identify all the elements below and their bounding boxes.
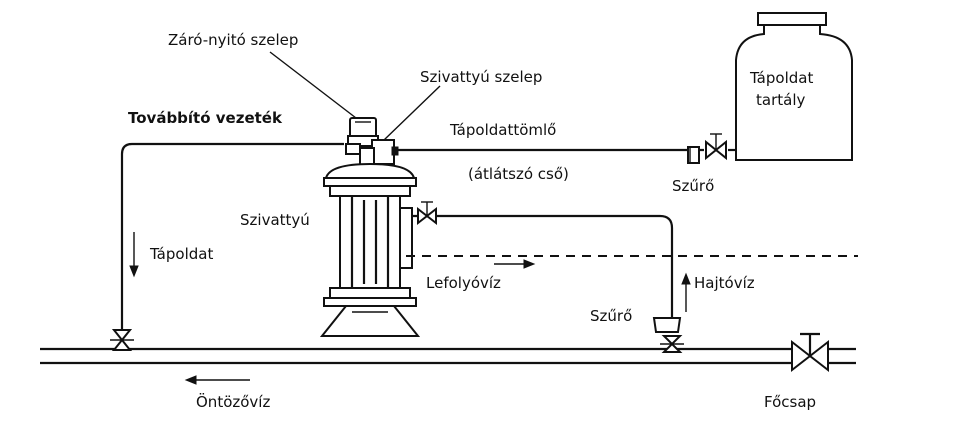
main-irrigation-pipe <box>40 347 856 365</box>
label-drive-water: Hajtóvíz <box>694 274 755 292</box>
label-filter-bottom: Szűrő <box>590 307 632 325</box>
nutrient-tank <box>735 12 853 161</box>
arrow-drain-right-icon <box>494 259 536 269</box>
tank-valve-icon <box>705 133 727 161</box>
label-main-valve: Főcsap <box>764 393 816 411</box>
arrow-irrigation-left-icon <box>184 375 250 385</box>
delivery-valve-icon <box>110 329 134 351</box>
bottom-filter-icon <box>652 317 682 333</box>
label-shutoff-valve: Záró-nyitó szelep <box>168 31 298 49</box>
label-drain-water: Lefolyóvíz <box>426 274 501 292</box>
drive-water-valve-icon <box>417 201 437 226</box>
label-nutrient: Tápoldat <box>149 245 213 263</box>
label-tank-line1: Tápoldat <box>749 69 813 87</box>
label-nutrient-hose: Tápoldattömlő <box>449 121 556 139</box>
arrow-nutrient-down-icon <box>129 232 139 278</box>
bottom-valve-icon <box>660 335 684 353</box>
top-filter-icon <box>687 146 700 164</box>
label-transparent-tube: (átlátszó cső) <box>468 165 569 183</box>
leader-pump-valve <box>383 85 441 141</box>
label-filter-top: Szűrő <box>672 177 714 195</box>
main-valve-icon <box>791 332 829 373</box>
pump-assembly <box>319 117 421 337</box>
delivery-line <box>120 142 344 336</box>
label-irrigation-water: Öntözővíz <box>196 392 270 411</box>
label-pump: Szivattyú <box>240 211 310 229</box>
arrow-drive-up-icon <box>681 272 691 312</box>
label-tank-line2: tartály <box>756 91 805 109</box>
label-pump-valve: Szivattyú szelep <box>420 68 542 86</box>
label-delivery-line: Továbbító vezeték <box>128 109 283 127</box>
leader-shutoff-valve <box>269 51 357 119</box>
